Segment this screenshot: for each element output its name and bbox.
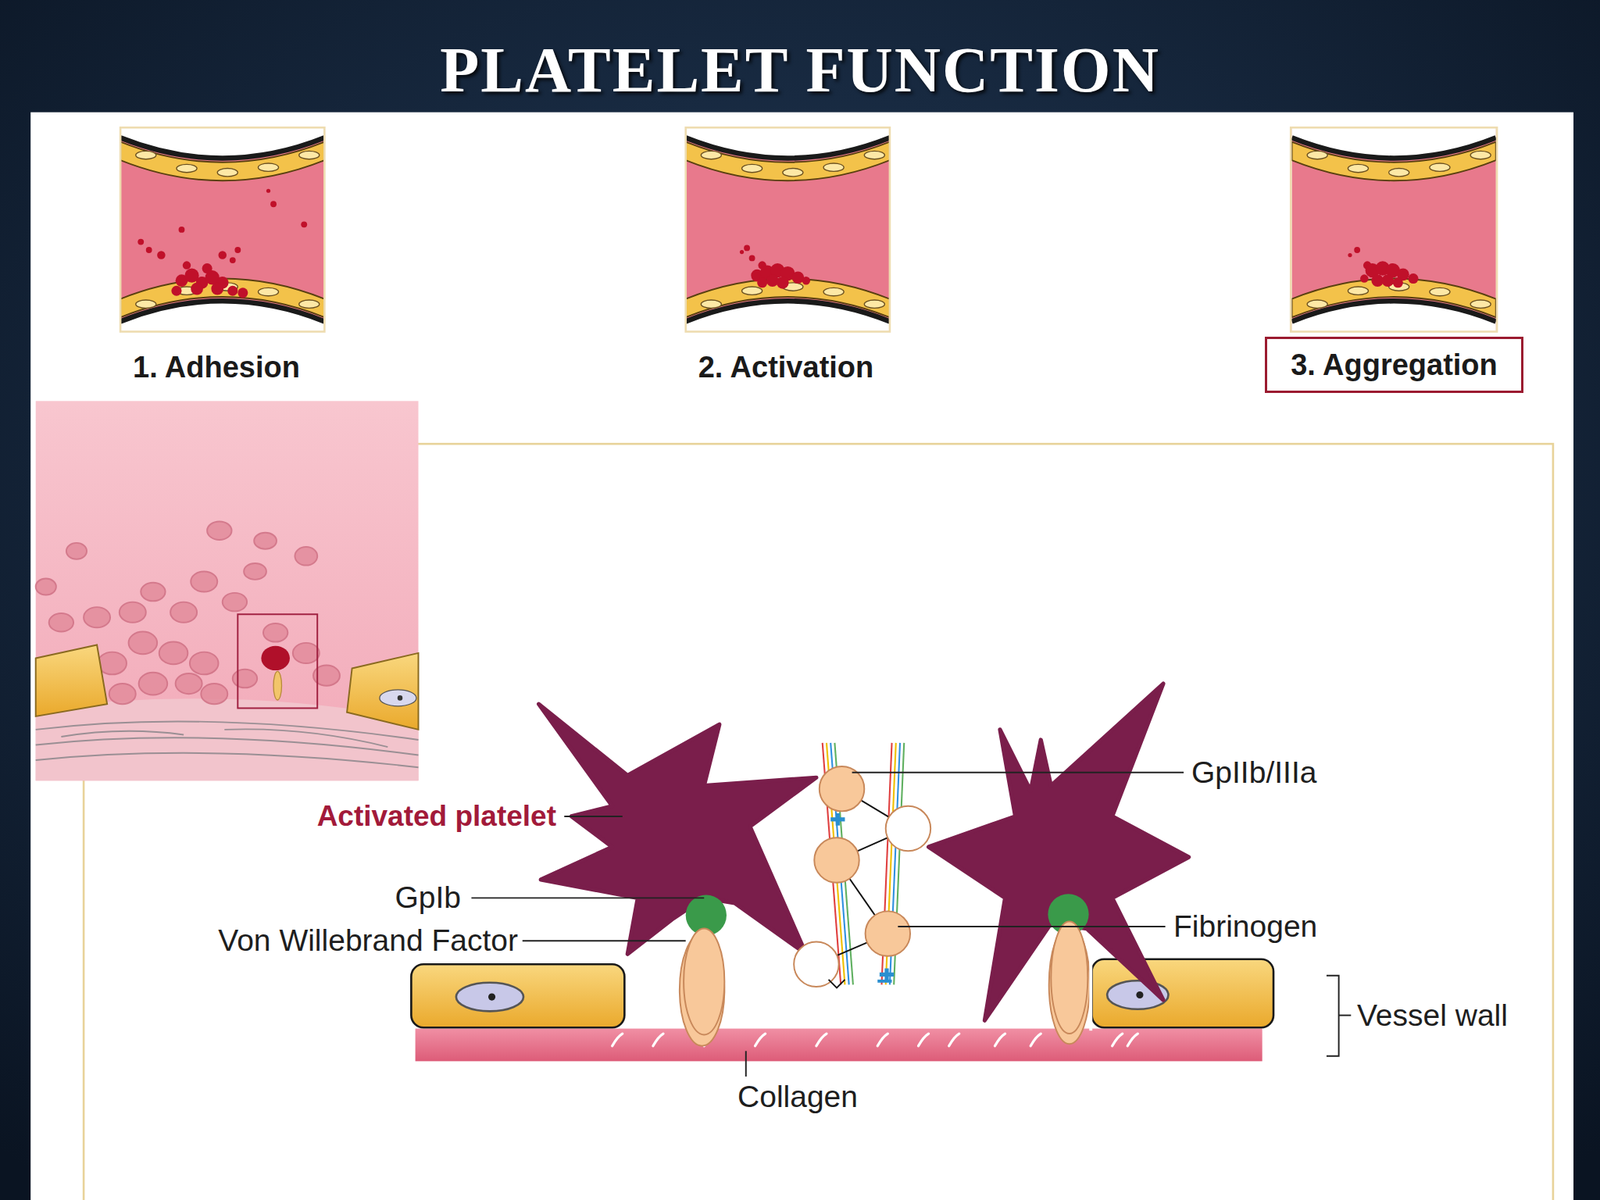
panel-node: 1. Adhesion bbox=[110, 125, 322, 383]
panel-node: 2. Activation bbox=[680, 125, 892, 383]
protein-label: Fibrinogen bbox=[1173, 909, 1318, 944]
panel-caption: 2. Activation bbox=[680, 351, 892, 383]
receptor-label: GpIb bbox=[394, 880, 461, 915]
structure-label: Collagen bbox=[737, 1079, 858, 1115]
inset-magnification bbox=[35, 400, 419, 781]
panel-caption: 3. Aggregation bbox=[1264, 336, 1524, 393]
structure-label: Vessel wall bbox=[1357, 998, 1508, 1033]
platelet-label: Activated platelet bbox=[317, 800, 557, 833]
panel-caption: 1. Adhesion bbox=[110, 351, 322, 383]
protein-label: Von Willebrand Factor bbox=[217, 923, 518, 958]
platelet-aggregation-detail bbox=[410, 683, 1351, 1077]
white-panel bbox=[30, 112, 1574, 1200]
receptor-label: GpIIb/IIIa bbox=[1191, 755, 1317, 790]
vessel-thumbnails bbox=[120, 127, 1497, 332]
panel-node: 3. Aggregation bbox=[1264, 125, 1524, 395]
slide-title: PLATELET FUNCTION bbox=[0, 31, 1600, 110]
detail-frame bbox=[83, 443, 1554, 1200]
